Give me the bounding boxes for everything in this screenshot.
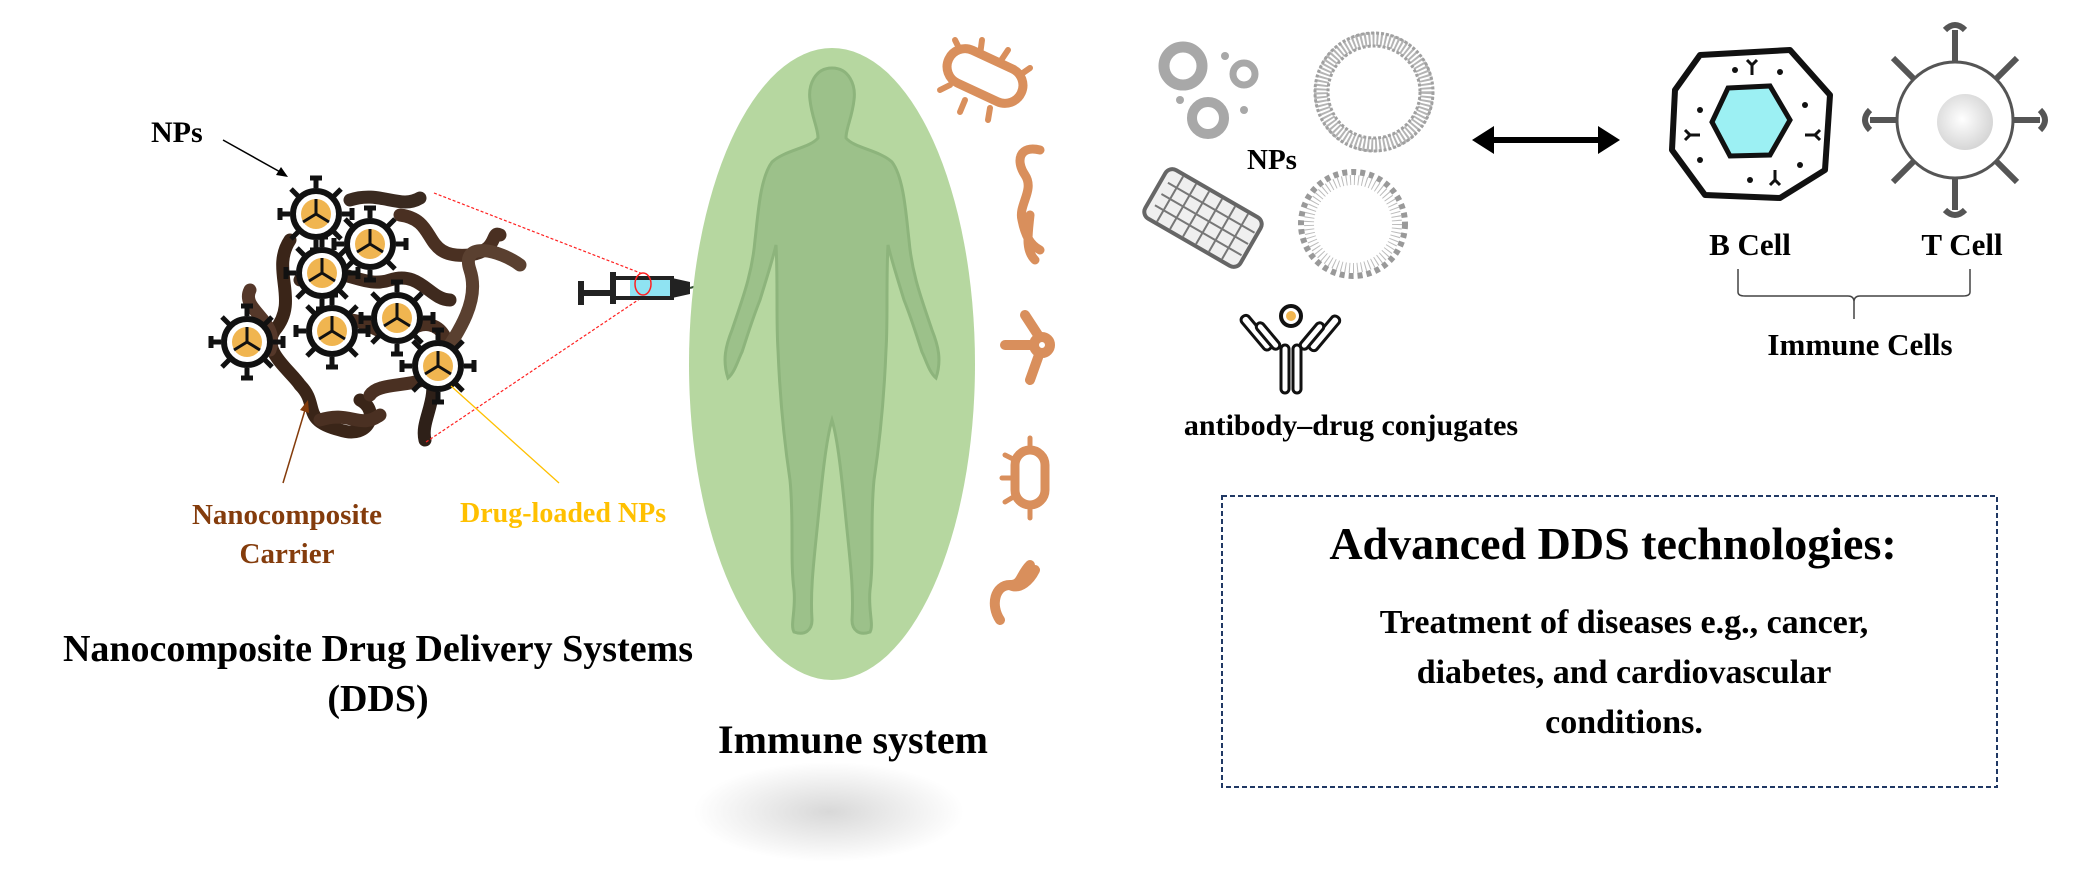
nanoparticle-types-group (1142, 31, 1435, 395)
nanoparticle-rings-icon (1158, 41, 1259, 139)
human-body-icon (723, 66, 941, 635)
curved-bacterium-icon (989, 560, 1040, 625)
syringe-icon (578, 272, 731, 305)
spirillum-icon (1015, 144, 1045, 265)
carrier-label-line1: Nanocomposite (191, 499, 383, 531)
rod-bacterium-icon (937, 37, 1033, 123)
nps-pointer-arrow (222, 139, 288, 177)
antibody-drug-conjugate-icon (1239, 304, 1342, 395)
immune-system-label: Immune system (718, 717, 988, 762)
micelle-icon (1298, 169, 1408, 279)
carrier-label-line2: Carrier (239, 538, 335, 570)
bidirectional-arrow (1472, 126, 1620, 154)
carrier-pointer-arrow (282, 400, 309, 484)
drug-loaded-nps-label: Drug-loaded NPs (460, 498, 667, 529)
dds-title-line1: Nanocomposite Drug Delivery Systems (62, 628, 694, 670)
pathogens-column (937, 37, 1055, 625)
nanoparticle-icon (211, 306, 283, 378)
drug-loaded-pointer-line (450, 385, 560, 484)
b-cell-label: B Cell (1709, 227, 1791, 262)
t-cell-icon (1862, 22, 2048, 218)
b-cell-icon (1669, 47, 1833, 201)
carbon-nanotube-icon (1142, 167, 1264, 269)
nps-label: NPs (151, 116, 203, 149)
zoom-guide-line (433, 192, 644, 275)
right-nps-label: NPs (1247, 144, 1297, 176)
immune-cells-label: Immune Cells (1767, 327, 1953, 362)
advanced-dds-body-line3: conditions. (1545, 704, 1703, 741)
star-microbe-icon (1000, 310, 1055, 385)
spiky-bacterium-icon (999, 435, 1050, 521)
nanoparticle-icon (296, 295, 368, 367)
t-cell-label: T Cell (1921, 227, 2003, 262)
ground-shadow (694, 762, 964, 862)
dds-title-line2: (DDS) (327, 678, 429, 720)
liposome-icon (1313, 31, 1435, 153)
immune-cells-brace (1737, 269, 1971, 319)
adc-label: antibody–drug conjugates (1183, 409, 1519, 442)
advanced-dds-box-border (1221, 495, 1998, 788)
advanced-dds-body-line2: diabetes, and cardiovascular (1416, 654, 1832, 691)
advanced-dds-heading: Advanced DDS technologies: (1329, 518, 1897, 569)
zoom-guide-line (425, 293, 648, 443)
advanced-dds-body-line1: Treatment of diseases e.g., cancer, (1379, 604, 1869, 641)
nanoparticle-icon (402, 330, 474, 402)
